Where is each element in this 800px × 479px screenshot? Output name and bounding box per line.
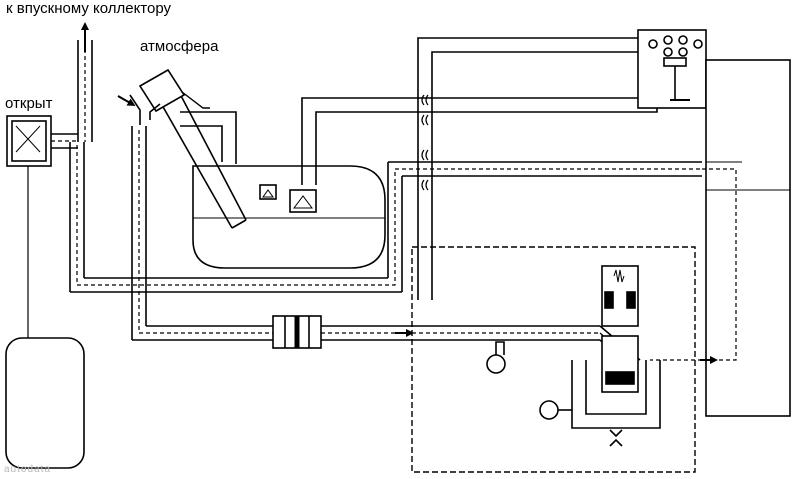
atmosphere-arrow [117,95,136,106]
right-panel [705,59,791,417]
tube-tank-upper [180,111,237,164]
filler-neck-left [129,94,141,125]
fill-limit-valve [289,189,317,213]
control-region-dashed-box [411,246,696,473]
filter [272,315,322,349]
atmosphere-vent [181,91,210,109]
tube-intake-vertical [77,40,93,142]
tube-top-return [417,37,638,300]
orifice [609,429,623,447]
filler-pipe [138,68,247,229]
dashed-signal-return [650,168,737,361]
watermark: autodata [4,464,51,475]
tube-lower-main [131,126,600,341]
pressure-sensor-lower [539,400,559,420]
label-atmosphere: атмосфера [140,38,219,55]
tube-lower-loop [571,360,661,429]
tube-canister-bottom [69,142,702,293]
pressure-sensor-upper [486,354,506,374]
label-open: открыт [5,95,53,112]
pump-module [601,265,639,393]
label-to-intake-manifold: к впускному коллектору [6,0,172,17]
fuel-tank [192,165,386,269]
filler-neck-right [149,103,161,120]
reservoir [5,337,85,469]
